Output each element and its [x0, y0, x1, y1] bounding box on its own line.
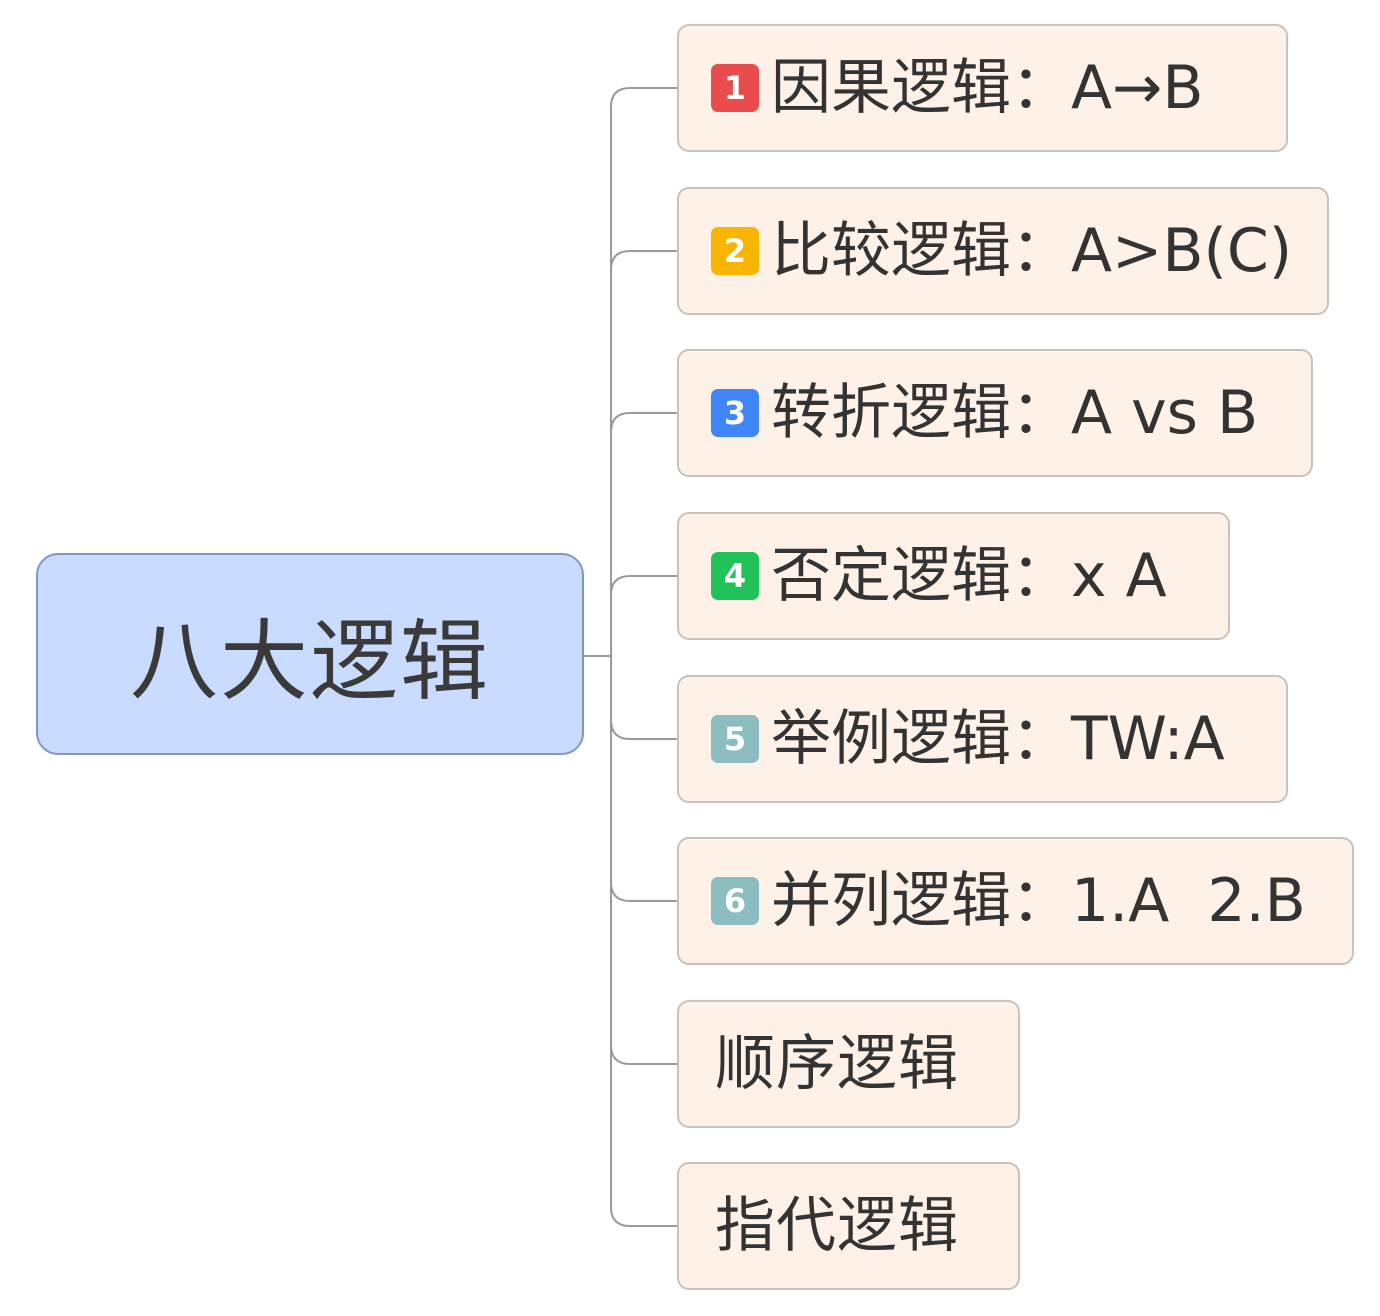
- branch-topic-label: 指代逻辑: [715, 1191, 959, 1261]
- branch-connector-7: [610, 1044, 677, 1065]
- branch-topic-label: 比较逻辑：A>B(C): [771, 216, 1293, 286]
- priority-6-icon: 6: [711, 877, 759, 925]
- branch-connector-5: [610, 719, 677, 740]
- branch-topic-label: 举例逻辑：TW:A: [771, 704, 1225, 774]
- priority-5-icon: 5: [711, 715, 759, 763]
- priority-3-icon: 3: [711, 389, 759, 437]
- root-topic-label: 八大逻辑: [129, 609, 490, 713]
- branch-topic-reference[interactable]: 指代逻辑: [677, 1162, 1020, 1290]
- branch-topic-parallel[interactable]: 6 并列逻辑：1.A 2.B: [677, 837, 1354, 965]
- priority-4-icon: 4: [711, 552, 759, 600]
- branch-topic-contrast[interactable]: 3 转折逻辑：A vs B: [677, 349, 1313, 477]
- branch-connector-2: [610, 250, 677, 271]
- branch-connector-6: [610, 881, 677, 902]
- branch-connector-3: [610, 412, 677, 433]
- branch-topic-label: 转折逻辑：A vs B: [771, 378, 1259, 448]
- trunk-line: [610, 87, 677, 1227]
- priority-2-icon: 2: [711, 227, 759, 275]
- branch-topic-label: 否定逻辑：x A: [771, 541, 1167, 611]
- branch-topic-causal[interactable]: 1 因果逻辑：A→B: [677, 24, 1288, 152]
- branch-topic-label: 因果逻辑：A→B: [771, 53, 1204, 123]
- branch-topic-label: 顺序逻辑: [715, 1029, 959, 1099]
- branch-topic-sequence[interactable]: 顺序逻辑: [677, 1000, 1020, 1128]
- branch-topic-negation[interactable]: 4 否定逻辑：x A: [677, 512, 1230, 640]
- priority-1-icon: 1: [711, 64, 759, 112]
- root-topic[interactable]: 八大逻辑: [36, 553, 584, 755]
- branch-connector-4: [610, 575, 677, 596]
- branch-topic-label: 并列逻辑：1.A 2.B: [771, 866, 1306, 936]
- branch-topic-comparison[interactable]: 2 比较逻辑：A>B(C): [677, 187, 1329, 315]
- branch-topic-example[interactable]: 5 举例逻辑：TW:A: [677, 675, 1288, 803]
